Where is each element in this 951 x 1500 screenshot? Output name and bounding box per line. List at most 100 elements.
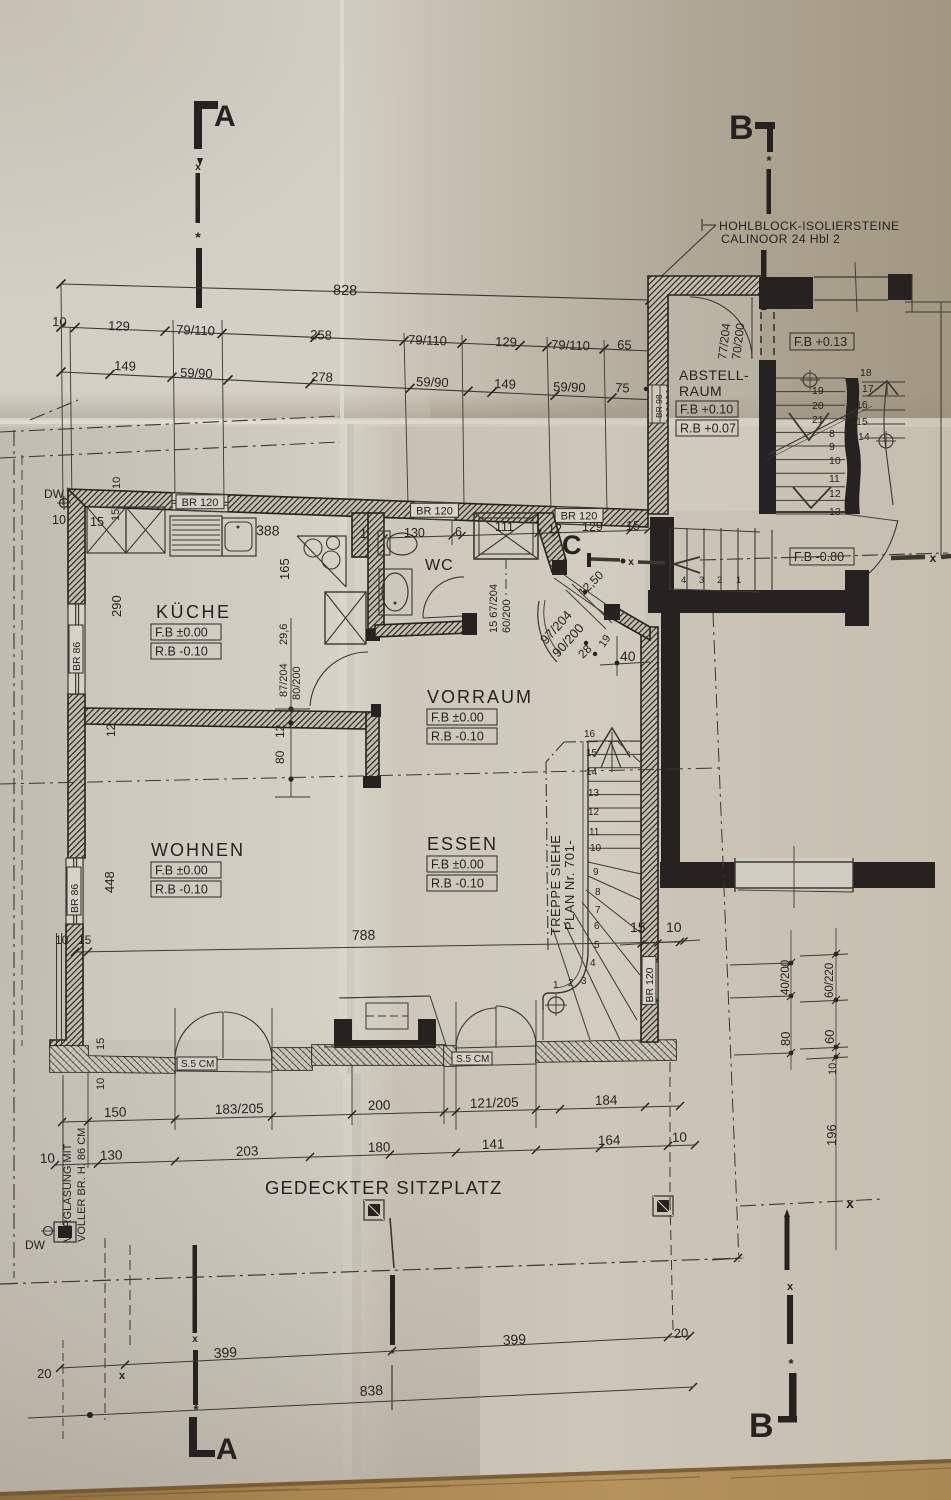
svg-text:40/200: 40/200: [780, 960, 792, 995]
svg-text:79/110: 79/110: [551, 337, 590, 353]
svg-text:x: x: [628, 557, 634, 568]
svg-text:F.B ±0.00: F.B ±0.00: [155, 864, 208, 878]
svg-text:60: 60: [822, 1030, 837, 1044]
svg-text:59/90: 59/90: [180, 365, 213, 381]
svg-text:ESSEN: ESSEN: [427, 834, 498, 854]
svg-text:6: 6: [455, 525, 462, 539]
svg-text:x: x: [787, 1281, 794, 1293]
svg-text:x: x: [192, 1334, 198, 1345]
svg-text:15: 15: [95, 1038, 107, 1050]
svg-text:VERGLASUNG MIT: VERGLASUNG MIT: [62, 1143, 74, 1242]
svg-text:11: 11: [589, 827, 600, 838]
svg-text:S.5 CM: S.5 CM: [456, 1054, 489, 1065]
svg-text:60/220: 60/220: [824, 963, 836, 998]
svg-text:15: 15: [630, 919, 646, 935]
svg-text:BR 120: BR 120: [561, 511, 598, 523]
svg-text:R.B -0.10: R.B -0.10: [155, 645, 208, 659]
svg-text:3: 3: [581, 976, 587, 987]
svg-text:WOHNEN: WOHNEN: [151, 840, 245, 860]
svg-text:C: C: [562, 530, 582, 560]
svg-text:129: 129: [495, 334, 517, 350]
svg-text:838: 838: [359, 1382, 383, 1399]
svg-text:2: 2: [717, 575, 722, 586]
svg-text:164: 164: [598, 1132, 621, 1148]
svg-text:10: 10: [590, 843, 602, 854]
svg-text:149: 149: [114, 358, 136, 374]
svg-text:1: 1: [736, 575, 741, 586]
svg-text:6: 6: [594, 921, 600, 932]
svg-text:59/90: 59/90: [416, 374, 449, 390]
svg-text:80: 80: [778, 1032, 793, 1046]
svg-text:19: 19: [597, 633, 614, 650]
svg-text:BR 86: BR 86: [69, 884, 81, 913]
svg-text:60/200: 60/200: [501, 599, 513, 633]
svg-text:8: 8: [595, 887, 601, 898]
svg-text:183/205: 183/205: [215, 1101, 264, 1117]
svg-text:BR 86: BR 86: [71, 642, 83, 671]
svg-text:10: 10: [52, 513, 66, 527]
svg-text:R.B -0.10: R.B -0.10: [431, 877, 484, 891]
svg-text:203: 203: [236, 1143, 259, 1159]
svg-text:20: 20: [37, 1366, 51, 1381]
svg-text:5: 5: [594, 940, 600, 951]
svg-text:19: 19: [812, 385, 824, 397]
svg-text:828: 828: [333, 283, 358, 300]
svg-text:*: *: [391, 1347, 396, 1361]
svg-text:S.5 CM: S.5 CM: [181, 1059, 214, 1070]
svg-text:A: A: [214, 100, 236, 133]
svg-text:A: A: [216, 1433, 238, 1466]
svg-text:15: 15: [586, 748, 598, 759]
svg-text:10: 10: [666, 919, 682, 935]
svg-text:75: 75: [615, 380, 630, 395]
svg-text:80: 80: [273, 750, 287, 764]
svg-text:399: 399: [213, 1344, 237, 1361]
svg-text:2: 2: [568, 978, 574, 989]
svg-text:*: *: [193, 1402, 199, 1417]
svg-text:10: 10: [55, 933, 69, 947]
svg-text:BR 120: BR 120: [182, 497, 219, 509]
svg-text:R.B +0.07: R.B +0.07: [680, 422, 736, 436]
svg-text:4: 4: [681, 575, 686, 586]
svg-text:290: 290: [109, 595, 124, 617]
svg-text:111: 111: [495, 520, 514, 534]
svg-text:12: 12: [829, 488, 841, 500]
svg-text:15 67/204: 15 67/204: [488, 584, 500, 633]
svg-text:GEDECKTER SITZPLATZ: GEDECKTER SITZPLATZ: [265, 1177, 502, 1198]
svg-text:15: 15: [626, 519, 640, 533]
svg-text:150: 150: [104, 1104, 127, 1120]
svg-text:59/90: 59/90: [553, 379, 586, 395]
svg-text:165: 165: [277, 558, 292, 580]
svg-text:R.B -0.10: R.B -0.10: [155, 883, 208, 897]
svg-text:87/204: 87/204: [278, 663, 290, 697]
svg-text:278: 278: [311, 369, 333, 385]
svg-text:F.B ±0.00: F.B ±0.00: [431, 711, 484, 725]
svg-text:7: 7: [595, 905, 601, 916]
svg-text:10: 10: [111, 477, 123, 489]
svg-text:5: 5: [663, 575, 668, 586]
svg-text:258: 258: [310, 327, 332, 343]
svg-text:184: 184: [595, 1092, 618, 1108]
svg-text:17: 17: [862, 383, 874, 395]
svg-text:x: x: [846, 1195, 854, 1211]
svg-text:130: 130: [404, 526, 425, 540]
svg-text:79/110: 79/110: [176, 322, 215, 338]
svg-text:12: 12: [104, 723, 118, 737]
svg-text:RAUM: RAUM: [679, 383, 722, 399]
svg-text:10: 10: [95, 1078, 107, 1090]
svg-text:B: B: [749, 1407, 774, 1445]
svg-text:10: 10: [52, 314, 67, 329]
svg-text:10: 10: [40, 1151, 55, 1166]
svg-text:9: 9: [829, 441, 835, 453]
svg-text:21: 21: [812, 414, 824, 426]
svg-text:10: 10: [672, 1130, 687, 1145]
svg-text:VORRAUM: VORRAUM: [427, 687, 533, 707]
svg-text:80/200: 80/200: [291, 666, 303, 700]
svg-text:BR 120: BR 120: [416, 505, 453, 517]
svg-text:65: 65: [617, 337, 632, 352]
svg-text:10: 10: [829, 455, 841, 467]
svg-text:F.B ±0.00: F.B ±0.00: [155, 626, 208, 640]
svg-text:399: 399: [502, 1331, 526, 1348]
svg-text:12: 12: [273, 724, 287, 738]
svg-text:BR 98: BR 98: [654, 394, 664, 418]
svg-text:R.B -0.10: R.B -0.10: [431, 730, 484, 744]
